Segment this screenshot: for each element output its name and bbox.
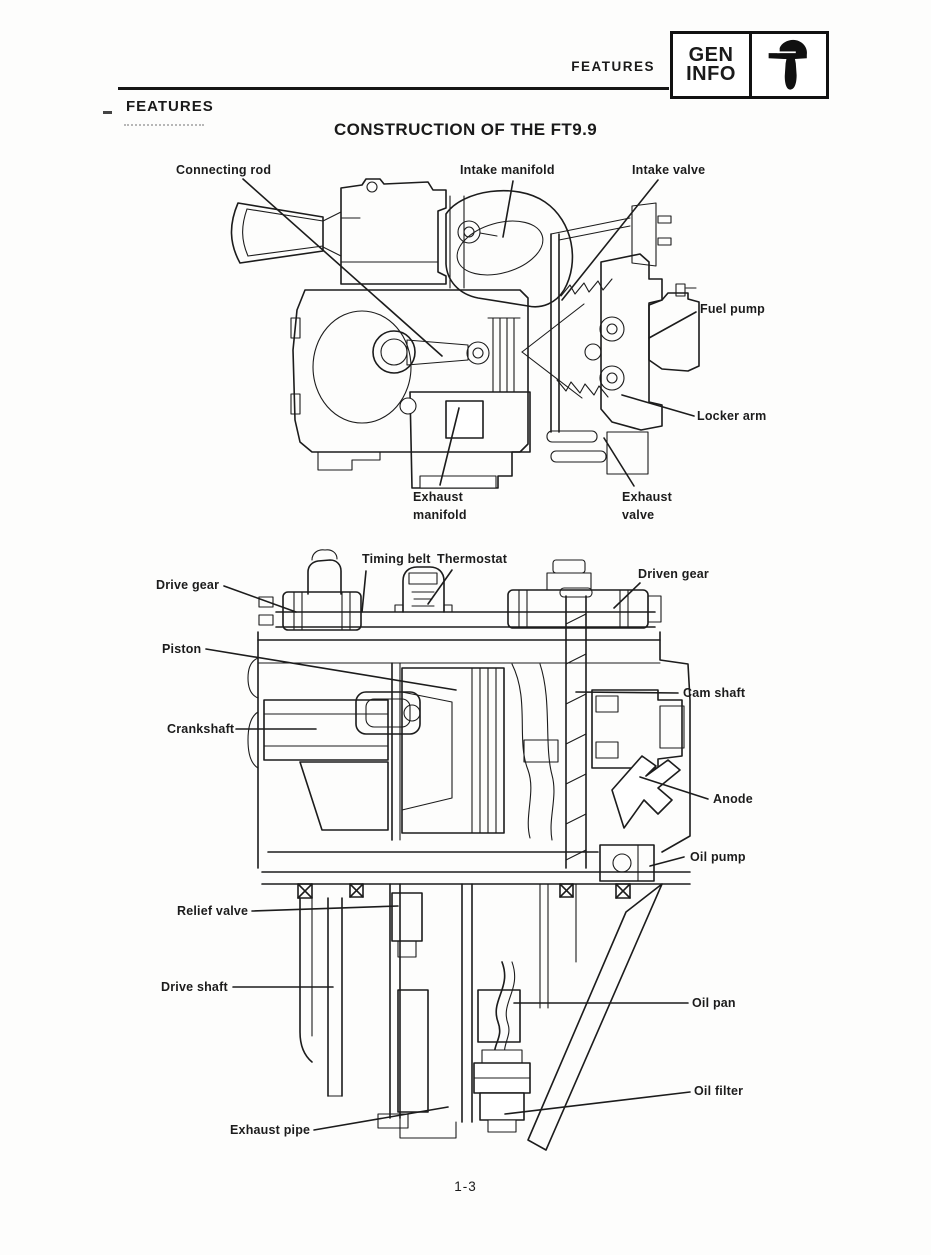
label-timing-belt: Timing belt xyxy=(362,552,431,566)
label-driven-gear: Driven gear xyxy=(638,567,709,581)
label-thermostat: Thermostat xyxy=(437,552,508,566)
label-intake-valve: Intake valve xyxy=(632,163,706,177)
label-fuel-pump: Fuel pump xyxy=(700,302,765,316)
page-heading: FEATURES xyxy=(126,98,214,115)
badge-line2: INFO xyxy=(686,63,736,85)
label-intake-manifold: Intake manifold xyxy=(460,163,555,177)
label-drive-shaft: Drive shaft xyxy=(161,980,228,994)
leader-lines xyxy=(205,178,709,1131)
label-oil-pan: Oil pan xyxy=(692,996,736,1010)
label-anode: Anode xyxy=(713,792,753,806)
label-cam-shaft: Cam shaft xyxy=(683,686,746,700)
label-exhaust-manifold: Exhaust manifold xyxy=(413,490,467,523)
heading-underline xyxy=(124,124,204,126)
label-connecting-rod: Connecting rod xyxy=(176,163,272,177)
label-crankshaft: Crankshaft xyxy=(167,722,235,736)
top-engine-cross-section xyxy=(230,178,700,489)
page-number: 1-3 xyxy=(454,1179,477,1194)
label-oil-pump: Oil pump xyxy=(690,850,746,864)
diagram-title: CONSTRUCTION OF THE FT9.9 xyxy=(333,120,598,139)
header-section-label: FEATURES xyxy=(571,59,655,74)
margin-dash xyxy=(103,111,112,114)
label-drive-gear: Drive gear xyxy=(156,578,220,592)
header-rule xyxy=(118,87,669,90)
label-exhaust-valve: Exhaust valve xyxy=(622,490,673,523)
label-locker-arm: Locker arm xyxy=(697,409,767,423)
badge-line1: GEN xyxy=(688,44,734,66)
outboard-motor-icon xyxy=(752,34,826,96)
gen-info-badge: GEN INFO xyxy=(670,31,829,99)
label-oil-filter: Oil filter xyxy=(694,1084,744,1098)
bottom-engine-cross-section xyxy=(247,549,691,1151)
label-exhaust-pipe: Exhaust pipe xyxy=(230,1123,311,1137)
label-relief-valve: Relief valve xyxy=(177,904,249,918)
gen-info-text: GEN INFO xyxy=(673,34,752,96)
label-piston: Piston xyxy=(162,642,202,656)
